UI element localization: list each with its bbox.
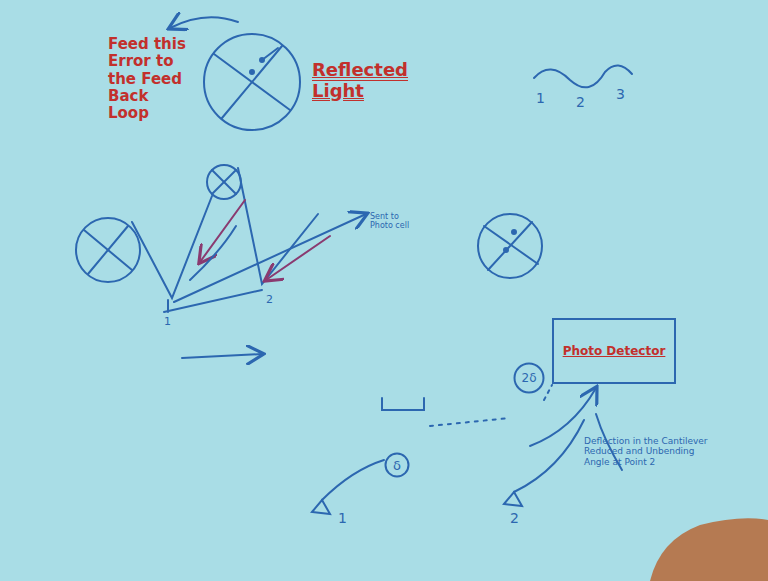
point-number: 1 — [338, 510, 347, 526]
quadrant-photodiode — [478, 214, 542, 278]
quadrant-photodiode — [76, 218, 140, 282]
detector-box: Photo Detector — [552, 318, 676, 384]
node-label: 2δ — [522, 371, 537, 385]
callout-circle: δ — [384, 452, 410, 478]
point-number: 1 — [536, 90, 545, 106]
point-number: 2 — [576, 94, 585, 110]
cantilever — [514, 420, 584, 492]
node-label: δ — [393, 458, 401, 473]
point-number: 2 — [266, 294, 273, 307]
note-heading: Reflected Light — [312, 60, 396, 101]
quadrant-photodiode — [207, 165, 241, 199]
quadrant-photodiode — [204, 34, 300, 130]
point-number: 2 — [510, 510, 519, 526]
note-text: Sent to Photo cell — [370, 212, 422, 230]
node-label: Photo Detector — [563, 344, 666, 358]
point-number: 1 — [164, 316, 171, 329]
presenter-hand — [650, 518, 768, 581]
point-number: 3 — [616, 86, 625, 102]
callout-circle: 2δ — [513, 362, 545, 394]
note-text: Feed this Error to the Feed Back Loop — [108, 36, 186, 122]
cantilever — [322, 460, 384, 500]
note-text: Deflection in the Cantilever Reduced and… — [584, 436, 712, 467]
